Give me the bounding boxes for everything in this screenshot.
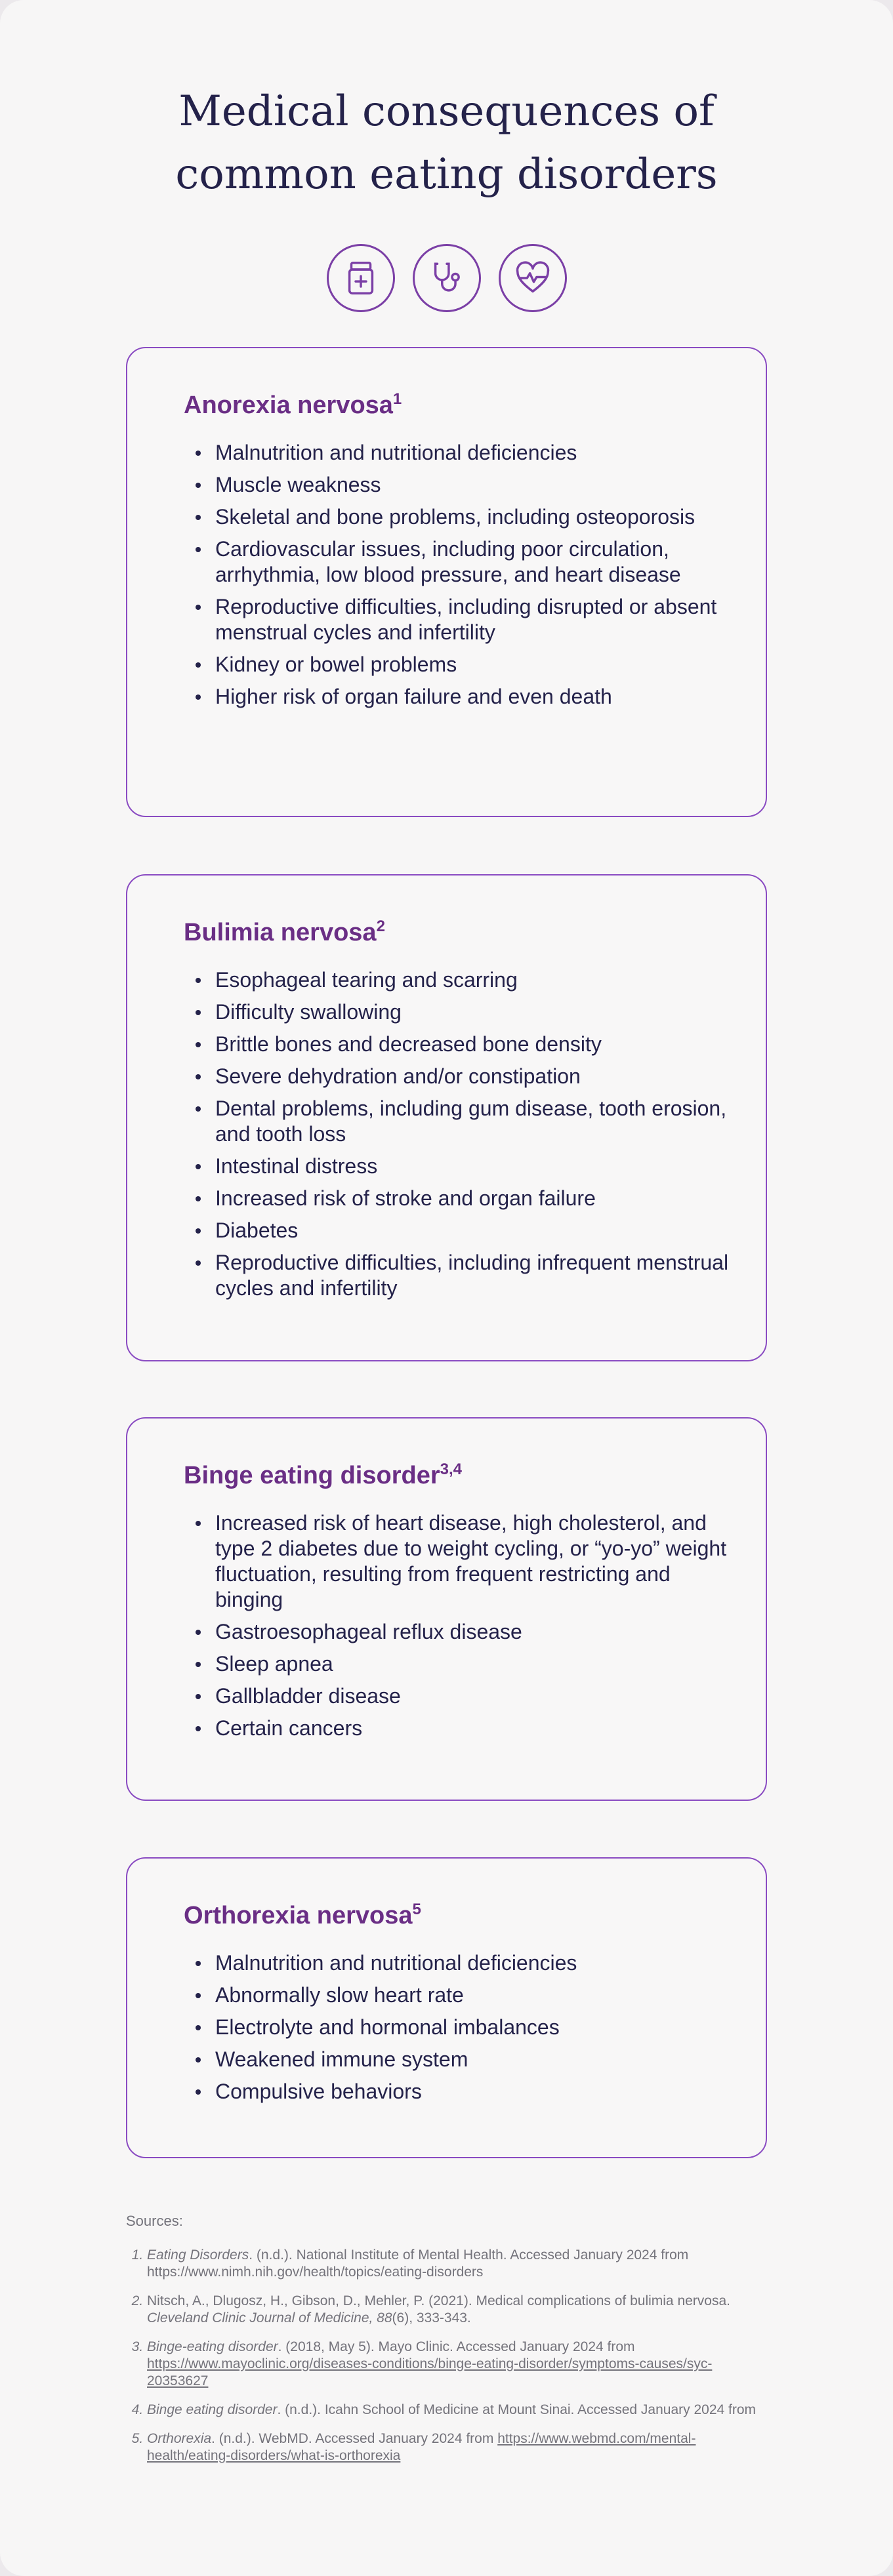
header-icons bbox=[0, 244, 893, 312]
card-title: Anorexia nervosa1 bbox=[184, 390, 402, 420]
sources-label: Sources: bbox=[126, 2213, 183, 2229]
list-item: Abnormally slow heart rate bbox=[196, 1982, 734, 2008]
card-binge-eating-disorder: Binge eating disorder3,4 Increased risk … bbox=[126, 1417, 767, 1801]
reference-superscript: 3,4 bbox=[440, 1460, 462, 1478]
list-item: Compulsive behaviors bbox=[196, 2079, 734, 2104]
consequence-list: Malnutrition and nutritional deficiencie… bbox=[184, 440, 734, 716]
list-item: Gallbladder disease bbox=[196, 1683, 734, 1709]
heart-pulse-icon bbox=[498, 244, 567, 312]
card-title: Binge eating disorder3,4 bbox=[184, 1460, 462, 1490]
card-anorexia-nervosa: Anorexia nervosa1 Malnutrition and nutri… bbox=[126, 347, 767, 817]
list-item: Reproductive difficulties, including dis… bbox=[196, 594, 734, 645]
source-link[interactable]: https://www.webmd.com/mental-health/eati… bbox=[147, 2431, 696, 2463]
card-bulimia-nervosa: Bulimia nervosa2 Esophageal tearing and … bbox=[126, 874, 767, 1361]
list-item: Increased risk of heart disease, high ch… bbox=[196, 1510, 734, 1613]
source-item: Eating Disorders. (n.d.). National Insti… bbox=[147, 2247, 769, 2281]
sources-section: Sources: Eating Disorders. (n.d.). Natio… bbox=[126, 2213, 769, 2476]
list-item: Weakened immune system bbox=[196, 2047, 734, 2072]
list-item: Difficulty swallowing bbox=[196, 999, 734, 1025]
consequence-list: Malnutrition and nutritional deficiencie… bbox=[184, 1950, 734, 2111]
reference-superscript: 5 bbox=[412, 1901, 421, 1918]
list-item: Certain cancers bbox=[196, 1716, 734, 1741]
list-item: Gastroesophageal reflux disease bbox=[196, 1619, 734, 1645]
card-orthorexia-nervosa: Orthorexia nervosa5 Malnutrition and nut… bbox=[126, 1857, 767, 2158]
list-item: Brittle bones and decreased bone density bbox=[196, 1032, 734, 1057]
list-item: Electrolyte and hormonal imbalances bbox=[196, 2015, 734, 2040]
list-item: Malnutrition and nutritional deficiencie… bbox=[196, 1950, 734, 1976]
source-item: Nitsch, A., Dlugosz, H., Gibson, D., Meh… bbox=[147, 2293, 769, 2327]
reference-superscript: 2 bbox=[376, 917, 385, 935]
list-item: Severe dehydration and/or constipation bbox=[196, 1064, 734, 1089]
list-item: Intestinal distress bbox=[196, 1154, 734, 1179]
card-title: Orthorexia nervosa5 bbox=[184, 1901, 421, 1930]
list-item: Kidney or bowel problems bbox=[196, 652, 734, 677]
reference-superscript: 1 bbox=[392, 390, 402, 408]
page-title-line-2: common eating disorders bbox=[175, 150, 718, 199]
list-item: Malnutrition and nutritional deficiencie… bbox=[196, 440, 734, 466]
list-item: Skeletal and bone problems, including os… bbox=[196, 504, 734, 530]
source-item: Orthorexia. (n.d.). WebMD. Accessed Janu… bbox=[147, 2430, 769, 2465]
consequence-list: Esophageal tearing and scarring Difficul… bbox=[184, 967, 734, 1308]
source-item: Binge-eating disorder. (2018, May 5). Ma… bbox=[147, 2339, 769, 2390]
list-item: Diabetes bbox=[196, 1218, 734, 1243]
list-item: Sleep apnea bbox=[196, 1651, 734, 1677]
stethoscope-icon bbox=[412, 244, 481, 312]
source-link[interactable]: https://www.mayoclinic.org/diseases-cond… bbox=[147, 2356, 713, 2388]
sources-list: Eating Disorders. (n.d.). National Insti… bbox=[126, 2247, 769, 2465]
list-item: Muscle weakness bbox=[196, 472, 734, 498]
medicine-bottle-icon bbox=[326, 244, 395, 312]
list-item: Cardiovascular issues, including poor ci… bbox=[196, 536, 734, 588]
list-item: Esophageal tearing and scarring bbox=[196, 967, 734, 993]
source-item: Binge eating disorder. (n.d.). Icahn Sch… bbox=[147, 2402, 769, 2419]
page-title-line-1: Medical consequences of bbox=[178, 87, 715, 136]
consequence-list: Increased risk of heart disease, high ch… bbox=[184, 1510, 734, 1748]
list-item: Increased risk of stroke and organ failu… bbox=[196, 1186, 734, 1211]
card-title: Bulimia nervosa2 bbox=[184, 917, 385, 947]
page-title: Medical consequences of common eating di… bbox=[0, 80, 893, 206]
list-item: Reproductive difficulties, including inf… bbox=[196, 1250, 734, 1301]
list-item: Dental problems, including gum disease, … bbox=[196, 1096, 734, 1147]
list-item: Higher risk of organ failure and even de… bbox=[196, 684, 734, 710]
